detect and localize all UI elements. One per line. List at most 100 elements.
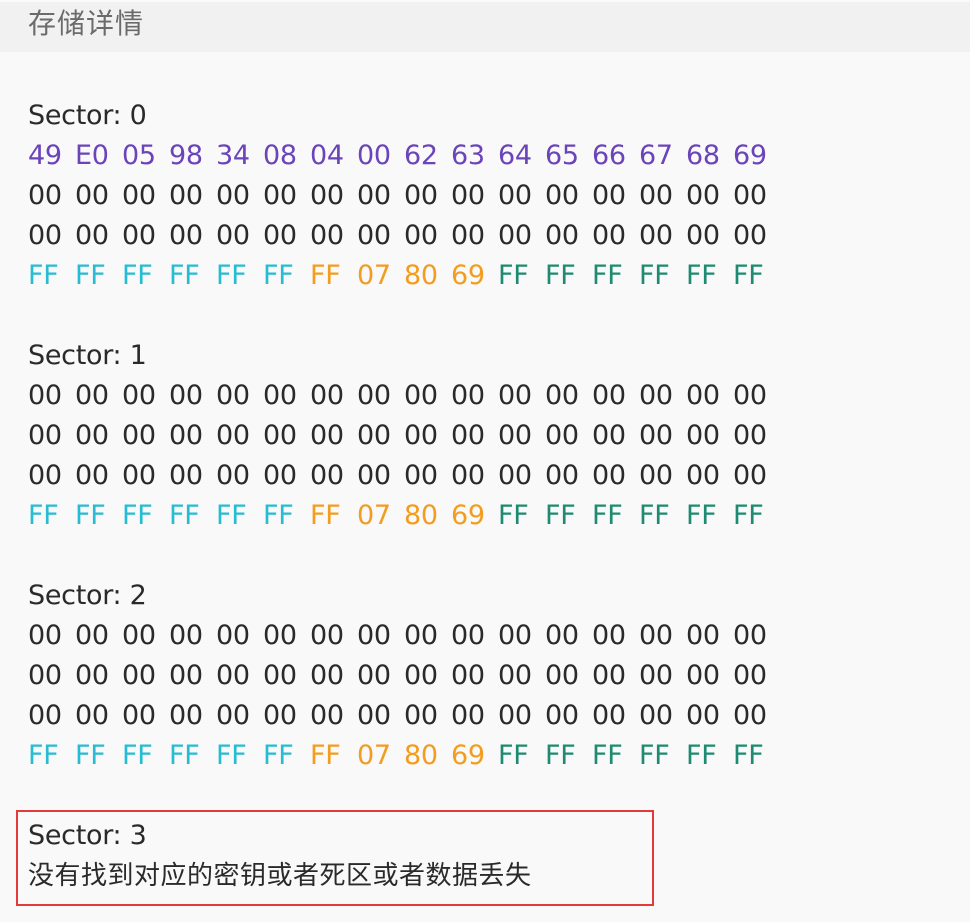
data-byte: 00 <box>451 700 485 731</box>
data-byte: 00 <box>310 220 344 251</box>
key-a-byte: FF <box>122 500 153 531</box>
data-byte: 00 <box>498 700 532 731</box>
key-a-byte: FF <box>263 500 294 531</box>
data-byte: 00 <box>28 460 62 491</box>
manufacturer-byte: 67 <box>639 140 673 171</box>
data-byte: 00 <box>122 700 156 731</box>
data-byte: 00 <box>28 620 62 651</box>
data-byte: 00 <box>498 180 532 211</box>
manufacturer-byte: 04 <box>310 140 344 171</box>
data-byte: 00 <box>451 460 485 491</box>
manufacturer-byte: 05 <box>122 140 156 171</box>
access-bits-byte: 69 <box>451 500 485 531</box>
data-byte: 00 <box>310 460 344 491</box>
key-b-byte: FF <box>639 260 670 291</box>
title-bar: 存储详情 <box>0 0 970 52</box>
data-byte: 00 <box>310 420 344 451</box>
data-byte: 00 <box>733 660 767 691</box>
key-a-byte: FF <box>263 260 294 291</box>
access-bits-byte: 80 <box>404 740 438 771</box>
data-byte: 00 <box>686 700 720 731</box>
data-byte: 00 <box>451 380 485 411</box>
data-byte: 00 <box>686 380 720 411</box>
access-bits-byte: 07 <box>357 740 391 771</box>
data-byte: 00 <box>686 220 720 251</box>
sector-title: Sector: 0 <box>28 100 147 131</box>
data-byte: 00 <box>686 460 720 491</box>
data-byte: 00 <box>169 180 203 211</box>
manufacturer-byte: 98 <box>169 140 203 171</box>
data-byte: 00 <box>310 620 344 651</box>
manufacturer-byte: E0 <box>75 140 109 171</box>
key-a-byte: FF <box>169 260 200 291</box>
manufacturer-byte: 49 <box>28 140 62 171</box>
manufacturer-byte: 08 <box>263 140 297 171</box>
data-byte: 00 <box>404 660 438 691</box>
data-byte: 00 <box>733 700 767 731</box>
data-byte: 00 <box>404 460 438 491</box>
data-byte: 00 <box>451 220 485 251</box>
data-byte: 00 <box>451 660 485 691</box>
data-byte: 00 <box>169 420 203 451</box>
sector-title: Sector: 3 <box>28 820 147 851</box>
key-b-byte: FF <box>686 260 717 291</box>
access-bits-byte: 07 <box>357 500 391 531</box>
data-byte: 00 <box>498 620 532 651</box>
data-byte: 00 <box>545 620 579 651</box>
key-b-byte: FF <box>498 740 529 771</box>
data-byte: 00 <box>639 420 673 451</box>
key-b-byte: FF <box>545 740 576 771</box>
data-byte: 00 <box>28 220 62 251</box>
data-byte: 00 <box>498 380 532 411</box>
access-bits-byte: 80 <box>404 260 438 291</box>
key-a-byte: FF <box>75 740 106 771</box>
data-byte: 00 <box>545 460 579 491</box>
data-byte: 00 <box>639 380 673 411</box>
data-byte: 00 <box>75 380 109 411</box>
data-byte: 00 <box>28 660 62 691</box>
data-byte: 00 <box>122 460 156 491</box>
data-byte: 00 <box>263 700 297 731</box>
data-byte: 00 <box>263 420 297 451</box>
data-byte: 00 <box>451 180 485 211</box>
key-a-byte: FF <box>75 500 106 531</box>
key-b-byte: FF <box>733 500 764 531</box>
data-byte: 00 <box>122 620 156 651</box>
data-byte: 00 <box>592 700 626 731</box>
key-b-byte: FF <box>498 500 529 531</box>
data-byte: 00 <box>357 700 391 731</box>
data-byte: 00 <box>263 220 297 251</box>
data-byte: 00 <box>28 180 62 211</box>
key-a-byte: FF <box>216 260 247 291</box>
highlight-box-sector-3 <box>16 810 654 906</box>
data-byte: 00 <box>686 620 720 651</box>
data-byte: 00 <box>733 180 767 211</box>
key-a-byte: FF <box>28 740 59 771</box>
data-byte: 00 <box>733 420 767 451</box>
data-byte: 00 <box>404 380 438 411</box>
key-a-byte: FF <box>28 500 59 531</box>
data-byte: 00 <box>216 220 250 251</box>
data-byte: 00 <box>498 420 532 451</box>
data-byte: 00 <box>75 660 109 691</box>
data-byte: 00 <box>310 700 344 731</box>
key-b-byte: FF <box>545 260 576 291</box>
key-b-byte: FF <box>733 260 764 291</box>
data-byte: 00 <box>686 180 720 211</box>
data-byte: 00 <box>733 620 767 651</box>
data-byte: 00 <box>75 420 109 451</box>
data-byte: 00 <box>733 380 767 411</box>
data-byte: 00 <box>216 700 250 731</box>
data-byte: 00 <box>310 380 344 411</box>
data-byte: 00 <box>310 180 344 211</box>
